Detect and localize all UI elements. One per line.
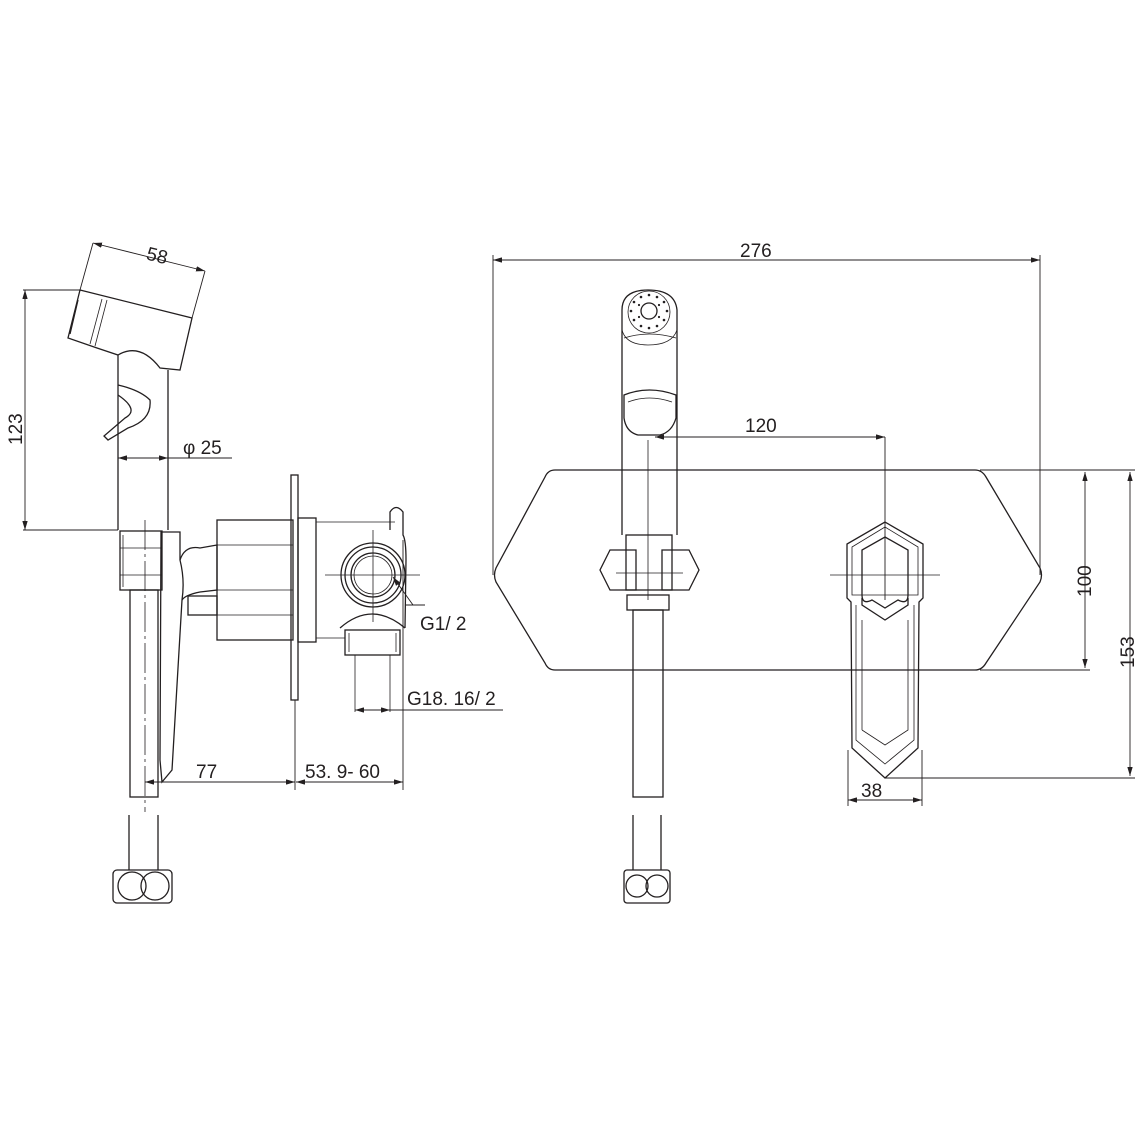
valve-body-side (179, 474, 420, 712)
dim-height: 123 (6, 289, 118, 531)
wall-plate-side (290, 474, 299, 701)
trigger-front (623, 389, 677, 436)
dim-label-g1-2: G1/ 2 (420, 614, 466, 635)
dim-label-g18: G18. 16/ 2 (407, 689, 496, 710)
hose-connector (119, 530, 163, 591)
hose-side (129, 589, 159, 798)
dim-diameter: φ 25 (118, 438, 232, 461)
shower-head-side (67, 289, 193, 371)
dim-handle-width: 38 (847, 750, 923, 806)
hose-front (632, 609, 664, 798)
dim-label-153: 153 (1118, 636, 1139, 668)
dim-head-length: 58 (79, 242, 206, 319)
dim-label-53-9-60: 53. 9- 60 (305, 762, 380, 783)
side-view: 58 123 φ 25 (6, 242, 503, 904)
dim-plate-height: 100 (1075, 472, 1096, 668)
dim-total-height: 153 (885, 472, 1139, 779)
front-view: 276 (492, 241, 1139, 904)
mixer-lever-side (159, 531, 184, 784)
dim-center-distance: 120 (655, 416, 886, 600)
hose-nut-front (623, 815, 671, 904)
hose-nut-side (112, 815, 173, 904)
trigger-lever (103, 384, 151, 441)
dim-label-phi25: φ 25 (183, 438, 222, 459)
dim-overall-width: 276 (492, 241, 1041, 575)
dim-label-120: 120 (745, 416, 777, 437)
dim-label-276: 276 (740, 241, 772, 262)
dim-wall-depth: 53. 9- 60 (296, 540, 404, 790)
dim-label-100: 100 (1075, 565, 1096, 597)
shower-handle-tube (103, 355, 169, 530)
dim-inlet-thread: G1/ 2 (392, 576, 466, 635)
shower-head-front (621, 289, 678, 600)
shower-holder-front (599, 534, 700, 611)
dim-projection: 77 (145, 700, 296, 790)
dim-label-77: 77 (196, 762, 217, 783)
dim-outlet-thread: G18. 16/ 2 (355, 689, 503, 713)
dim-label-58: 58 (144, 244, 170, 269)
wall-plate-front (493, 469, 1043, 671)
dim-label-123: 123 (6, 413, 27, 445)
dim-label-38: 38 (861, 781, 882, 802)
